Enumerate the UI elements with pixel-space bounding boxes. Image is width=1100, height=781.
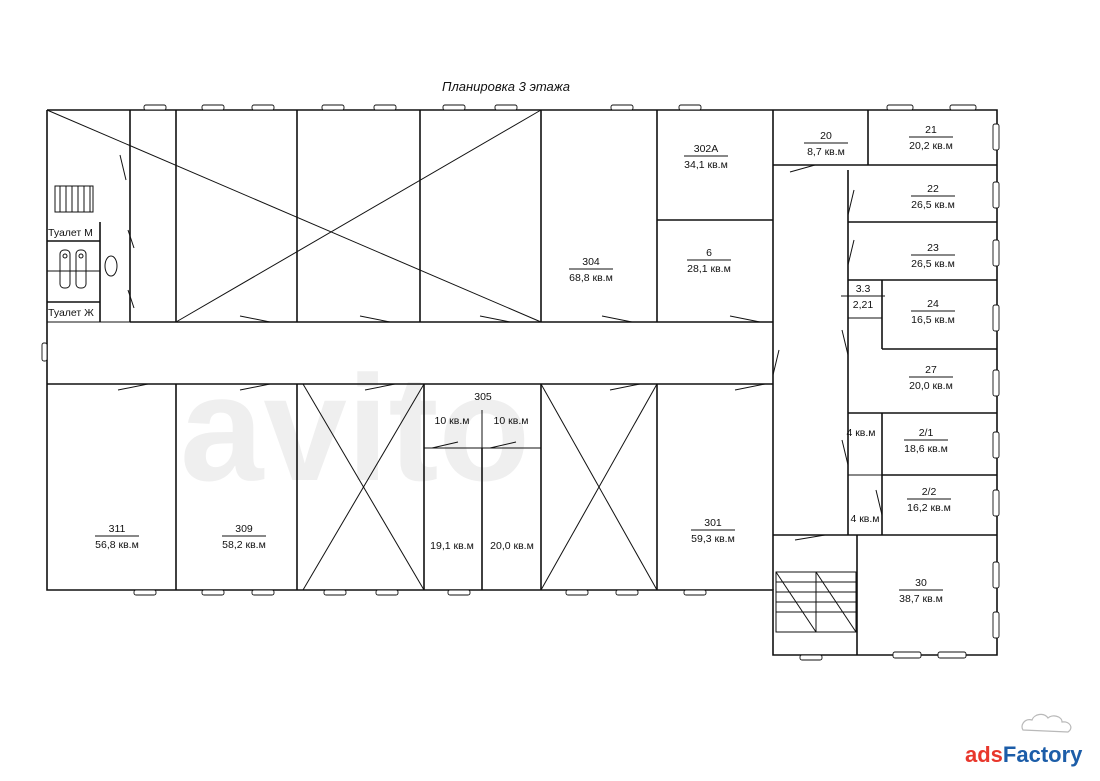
room-number: 311 <box>109 523 126 535</box>
area-label-a4a: 4 кв.м <box>846 427 875 439</box>
room-r30: 30 38,7 кв.м <box>899 577 943 605</box>
right-wing-partitions <box>773 110 997 655</box>
room-r20: 20 8,7 кв.м <box>804 130 848 158</box>
room-area: 8,7 кв.м <box>807 146 845 158</box>
room-number: 6 <box>706 247 712 259</box>
room-number: 24 <box>927 298 939 310</box>
room-labels: 302А 34,1 кв.м 6 28,1 кв.м 304 68,8 кв.м 20 8,7… <box>95 124 955 605</box>
area-label-a10a: 10 кв.м <box>435 415 470 427</box>
room-area: 59,3 кв.м <box>691 533 735 545</box>
area-label-a200: 20,0 кв.м <box>490 540 534 552</box>
room-number: 2/2 <box>922 486 937 498</box>
logo-part-factory: Factory <box>1002 742 1083 767</box>
room-number: 304 <box>582 256 600 268</box>
room-area: 38,7 кв.м <box>899 593 943 605</box>
adsfactory-logo: adsFactory <box>965 742 1095 772</box>
doors <box>117 154 883 541</box>
cross-marks-bottom <box>302 383 658 591</box>
room-number: 309 <box>235 523 253 535</box>
room-area: 34,1 кв.м <box>684 159 728 171</box>
room-number: 2/1 <box>919 427 934 439</box>
room-r22: 22 26,5 кв.м <box>911 183 955 211</box>
room-area: 56,8 кв.м <box>95 539 139 551</box>
room-r33: 3.3 2,21 <box>841 283 885 311</box>
logo-icon <box>1018 708 1078 743</box>
room-r21: 21 20,2 кв.м <box>909 124 953 152</box>
top-partitions <box>175 110 773 322</box>
room-area: 18,6 кв.м <box>904 443 948 455</box>
room-area: 20,0 кв.м <box>909 380 953 392</box>
area-labels: 4 кв.м 4 кв.м 10 кв.м 10 кв.м 19,1 кв.м 20,0 … <box>430 415 879 552</box>
room-number: 21 <box>925 124 937 136</box>
windows <box>41 104 1000 661</box>
outer-walls <box>46 109 998 656</box>
room-r27: 27 20,0 кв.м <box>909 364 953 392</box>
cross-marks-top <box>46 109 542 323</box>
wc-female-label: Туалет Ж <box>48 307 94 319</box>
room-number: 301 <box>704 517 722 529</box>
room-r304: 304 68,8 кв.м <box>569 256 613 284</box>
left-service-block <box>47 185 118 322</box>
room-area: 28,1 кв.м <box>687 263 731 275</box>
room-number: 20 <box>820 130 832 142</box>
plan-title: Планировка 3 этажа <box>442 79 570 94</box>
wc-male-label: Туалет М <box>48 227 93 239</box>
area-label-a4b: 4 кв.м <box>850 513 879 525</box>
staircase-bottom-right <box>775 571 857 633</box>
room-r305: 305 <box>474 391 492 403</box>
room-number: 27 <box>925 364 937 376</box>
bottom-partitions <box>175 384 658 590</box>
room-number: 23 <box>927 242 939 254</box>
room-area: 20,2 кв.м <box>909 140 953 152</box>
room-r23: 23 26,5 кв.м <box>911 242 955 270</box>
room-r311: 311 56,8 кв.м <box>95 523 139 551</box>
room-number: 22 <box>927 183 939 195</box>
room-number: 302А <box>694 143 719 155</box>
area-label-a191: 19,1 кв.м <box>430 540 474 552</box>
room-area: 26,5 кв.м <box>911 258 955 270</box>
area-label-a10b: 10 кв.м <box>494 415 529 427</box>
room-number: 30 <box>915 577 927 589</box>
room-r6: 6 28,1 кв.м <box>687 247 731 275</box>
room-area: 2,21 <box>853 299 874 311</box>
room-r301: 301 59,3 кв.м <box>691 517 735 545</box>
corridor-walls <box>47 110 997 590</box>
room-r309: 309 58,2 кв.м <box>222 523 266 551</box>
room-r302a: 302А 34,1 кв.м <box>684 143 728 171</box>
room-number: 305 <box>474 391 492 403</box>
room-r22b: 2/2 16,2 кв.м <box>907 486 951 514</box>
room-area: 26,5 кв.м <box>911 199 955 211</box>
logo-part-ads: ads <box>965 742 1003 767</box>
room-r21b: 2/1 18,6 кв.м <box>904 427 948 455</box>
room-area: 58,2 кв.м <box>222 539 266 551</box>
room-area: 16,5 кв.м <box>911 314 955 326</box>
room-r24: 24 16,5 кв.м <box>911 298 955 326</box>
room-number: 3.3 <box>856 283 871 295</box>
room-area: 16,2 кв.м <box>907 502 951 514</box>
room-area: 68,8 кв.м <box>569 272 613 284</box>
watermark: avito <box>180 344 530 512</box>
